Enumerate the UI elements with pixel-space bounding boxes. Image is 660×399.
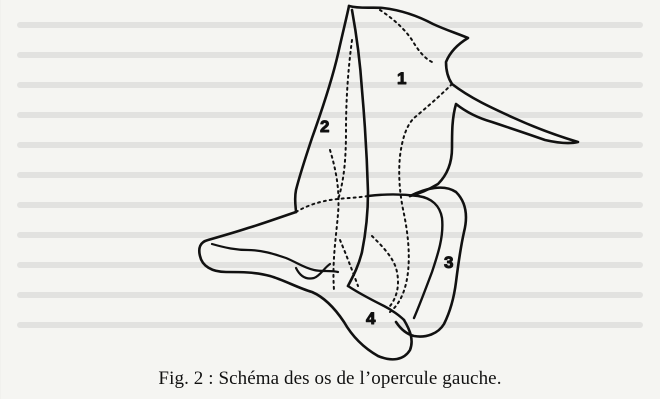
bone-label-3: 3	[444, 253, 453, 272]
bone-2-outline	[295, 6, 349, 212]
figure-caption: Fig. 2 : Schéma des os de l’opercule gau…	[0, 368, 660, 390]
bone-label-2: 2	[320, 117, 329, 136]
bone-1-outline	[349, 6, 578, 196]
bone-3-inner-edge	[368, 195, 442, 319]
dotted-sutures	[296, 10, 452, 312]
bone-4-outline	[348, 286, 404, 320]
ventral-lower-contour	[199, 212, 411, 359]
bone-label-1: 1	[397, 69, 406, 88]
bone-label-4: 4	[366, 309, 376, 328]
bone-3-outline	[396, 188, 466, 337]
opercle-bone-diagram: 1 2 3 4	[0, 0, 660, 370]
ventral-jagged-edge	[212, 244, 338, 272]
